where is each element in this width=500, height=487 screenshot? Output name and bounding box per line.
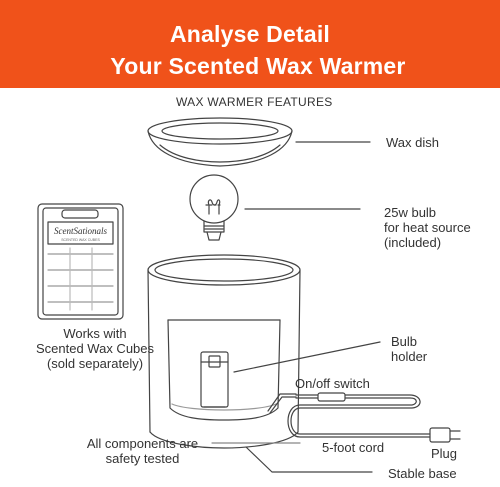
label-safety-line-1: All components are (86, 436, 199, 451)
wax-dish-illustration (147, 117, 293, 167)
features-title: WAX WARMER FEATURES (176, 95, 333, 109)
label-plug: Plug (431, 446, 458, 461)
bulb-holder-leader (233, 341, 381, 373)
label-bulb-line-2: for heat source (384, 220, 471, 235)
label-works-line-2: Scented Wax Cubes (35, 341, 155, 356)
banner-title-line-1: Analyse Detail (169, 21, 331, 47)
label-bulb-line-3: (included) (384, 235, 442, 250)
label-safety: All components are safety tested (70, 436, 215, 466)
base-leader (245, 446, 373, 473)
bulb-holder-illustration (200, 351, 229, 408)
label-bulb: 25w bulb for heat source (included) (384, 205, 471, 250)
label-holder-line-1: Bulb (391, 334, 418, 349)
package-brand: ScentSationals (54, 226, 107, 236)
label-safety-line-2: safety tested (105, 451, 180, 466)
banner-title-line-2: Your Scented Wax Warmer (110, 53, 406, 79)
wax-cube-package-illustration (37, 203, 124, 320)
label-works-line-3: (sold separately) (46, 356, 144, 371)
label-works-with: Works with Scented Wax Cubes (sold separ… (30, 326, 160, 371)
warmer-body-illustration (147, 254, 301, 449)
cord-illustration (267, 392, 461, 443)
label-works-line-1: Works with (63, 326, 127, 341)
label-switch: On/off switch (295, 376, 370, 391)
package-brand-sub: SCENTED WAX CUBES (61, 238, 100, 242)
label-bulb-holder: Bulb holder (391, 334, 427, 364)
label-stable-base: Stable base (388, 466, 457, 481)
label-bulb-line-1: 25w bulb (384, 205, 437, 220)
label-holder-line-2: holder (391, 349, 428, 364)
header-banner: Analyse Detail Your Scented Wax Warmer (0, 0, 500, 88)
bulb-illustration (189, 174, 239, 241)
label-wax-dish: Wax dish (386, 135, 439, 150)
label-cord: 5-foot cord (322, 440, 385, 455)
